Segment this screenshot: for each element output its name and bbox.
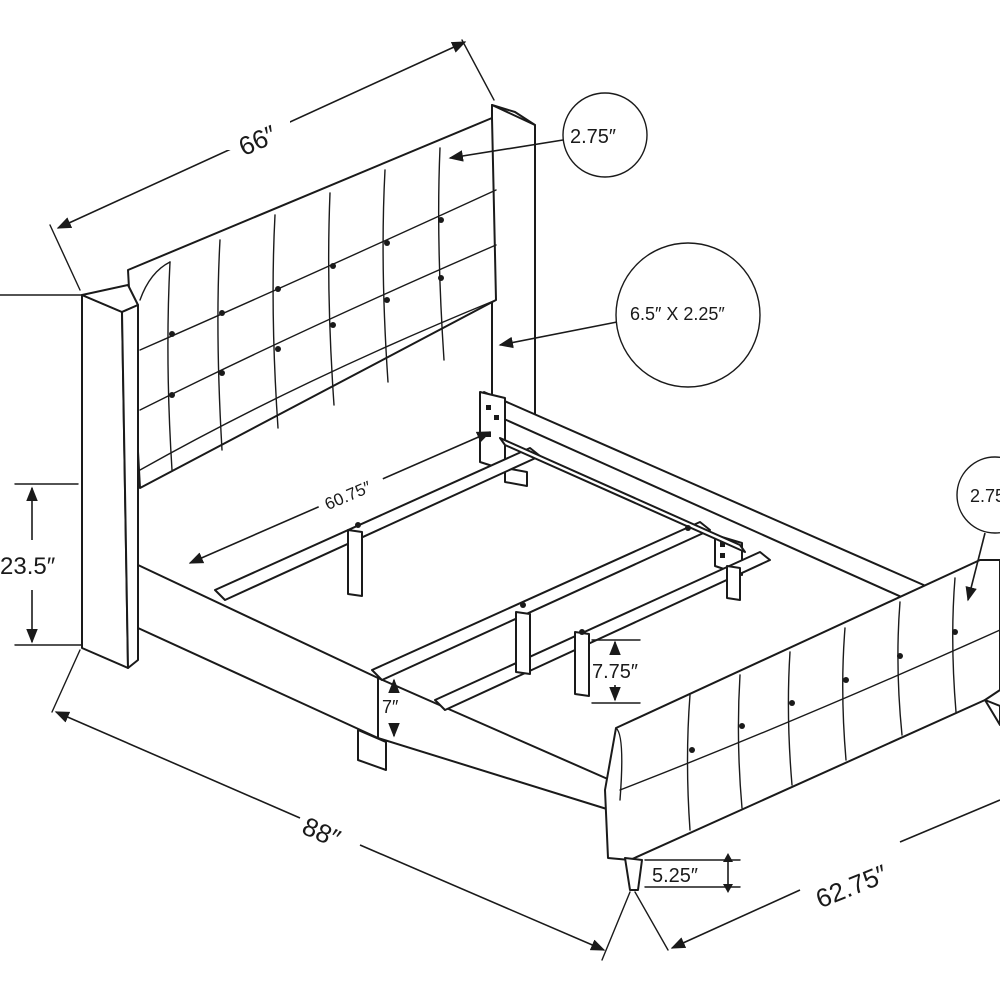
dim-headboard-wing: 2.75″ xyxy=(570,126,616,148)
dim-bed-width: 62.75″ xyxy=(811,858,891,914)
headboard-tufting xyxy=(139,147,497,471)
dim-post-size: 6.5″ X 2.25″ xyxy=(630,304,725,324)
footboard xyxy=(604,559,1000,891)
dim-rail-height: 7″ xyxy=(382,697,399,717)
dim-side-height: 23.5″ xyxy=(0,553,56,580)
dim-footboard-wing: 2.75″ xyxy=(970,486,1000,506)
dimension-annotations: 66″ 2.75″ 6.5″ X 2.25″ 60.75″ 2.75″ 23.5… xyxy=(0,39,1000,961)
dim-leg-height: 7.75″ xyxy=(592,661,638,683)
dim-foot-leg-height: 5.25″ xyxy=(652,865,698,887)
bed-frame-rails xyxy=(137,391,936,811)
dim-bed-length: 88″ xyxy=(298,811,345,854)
